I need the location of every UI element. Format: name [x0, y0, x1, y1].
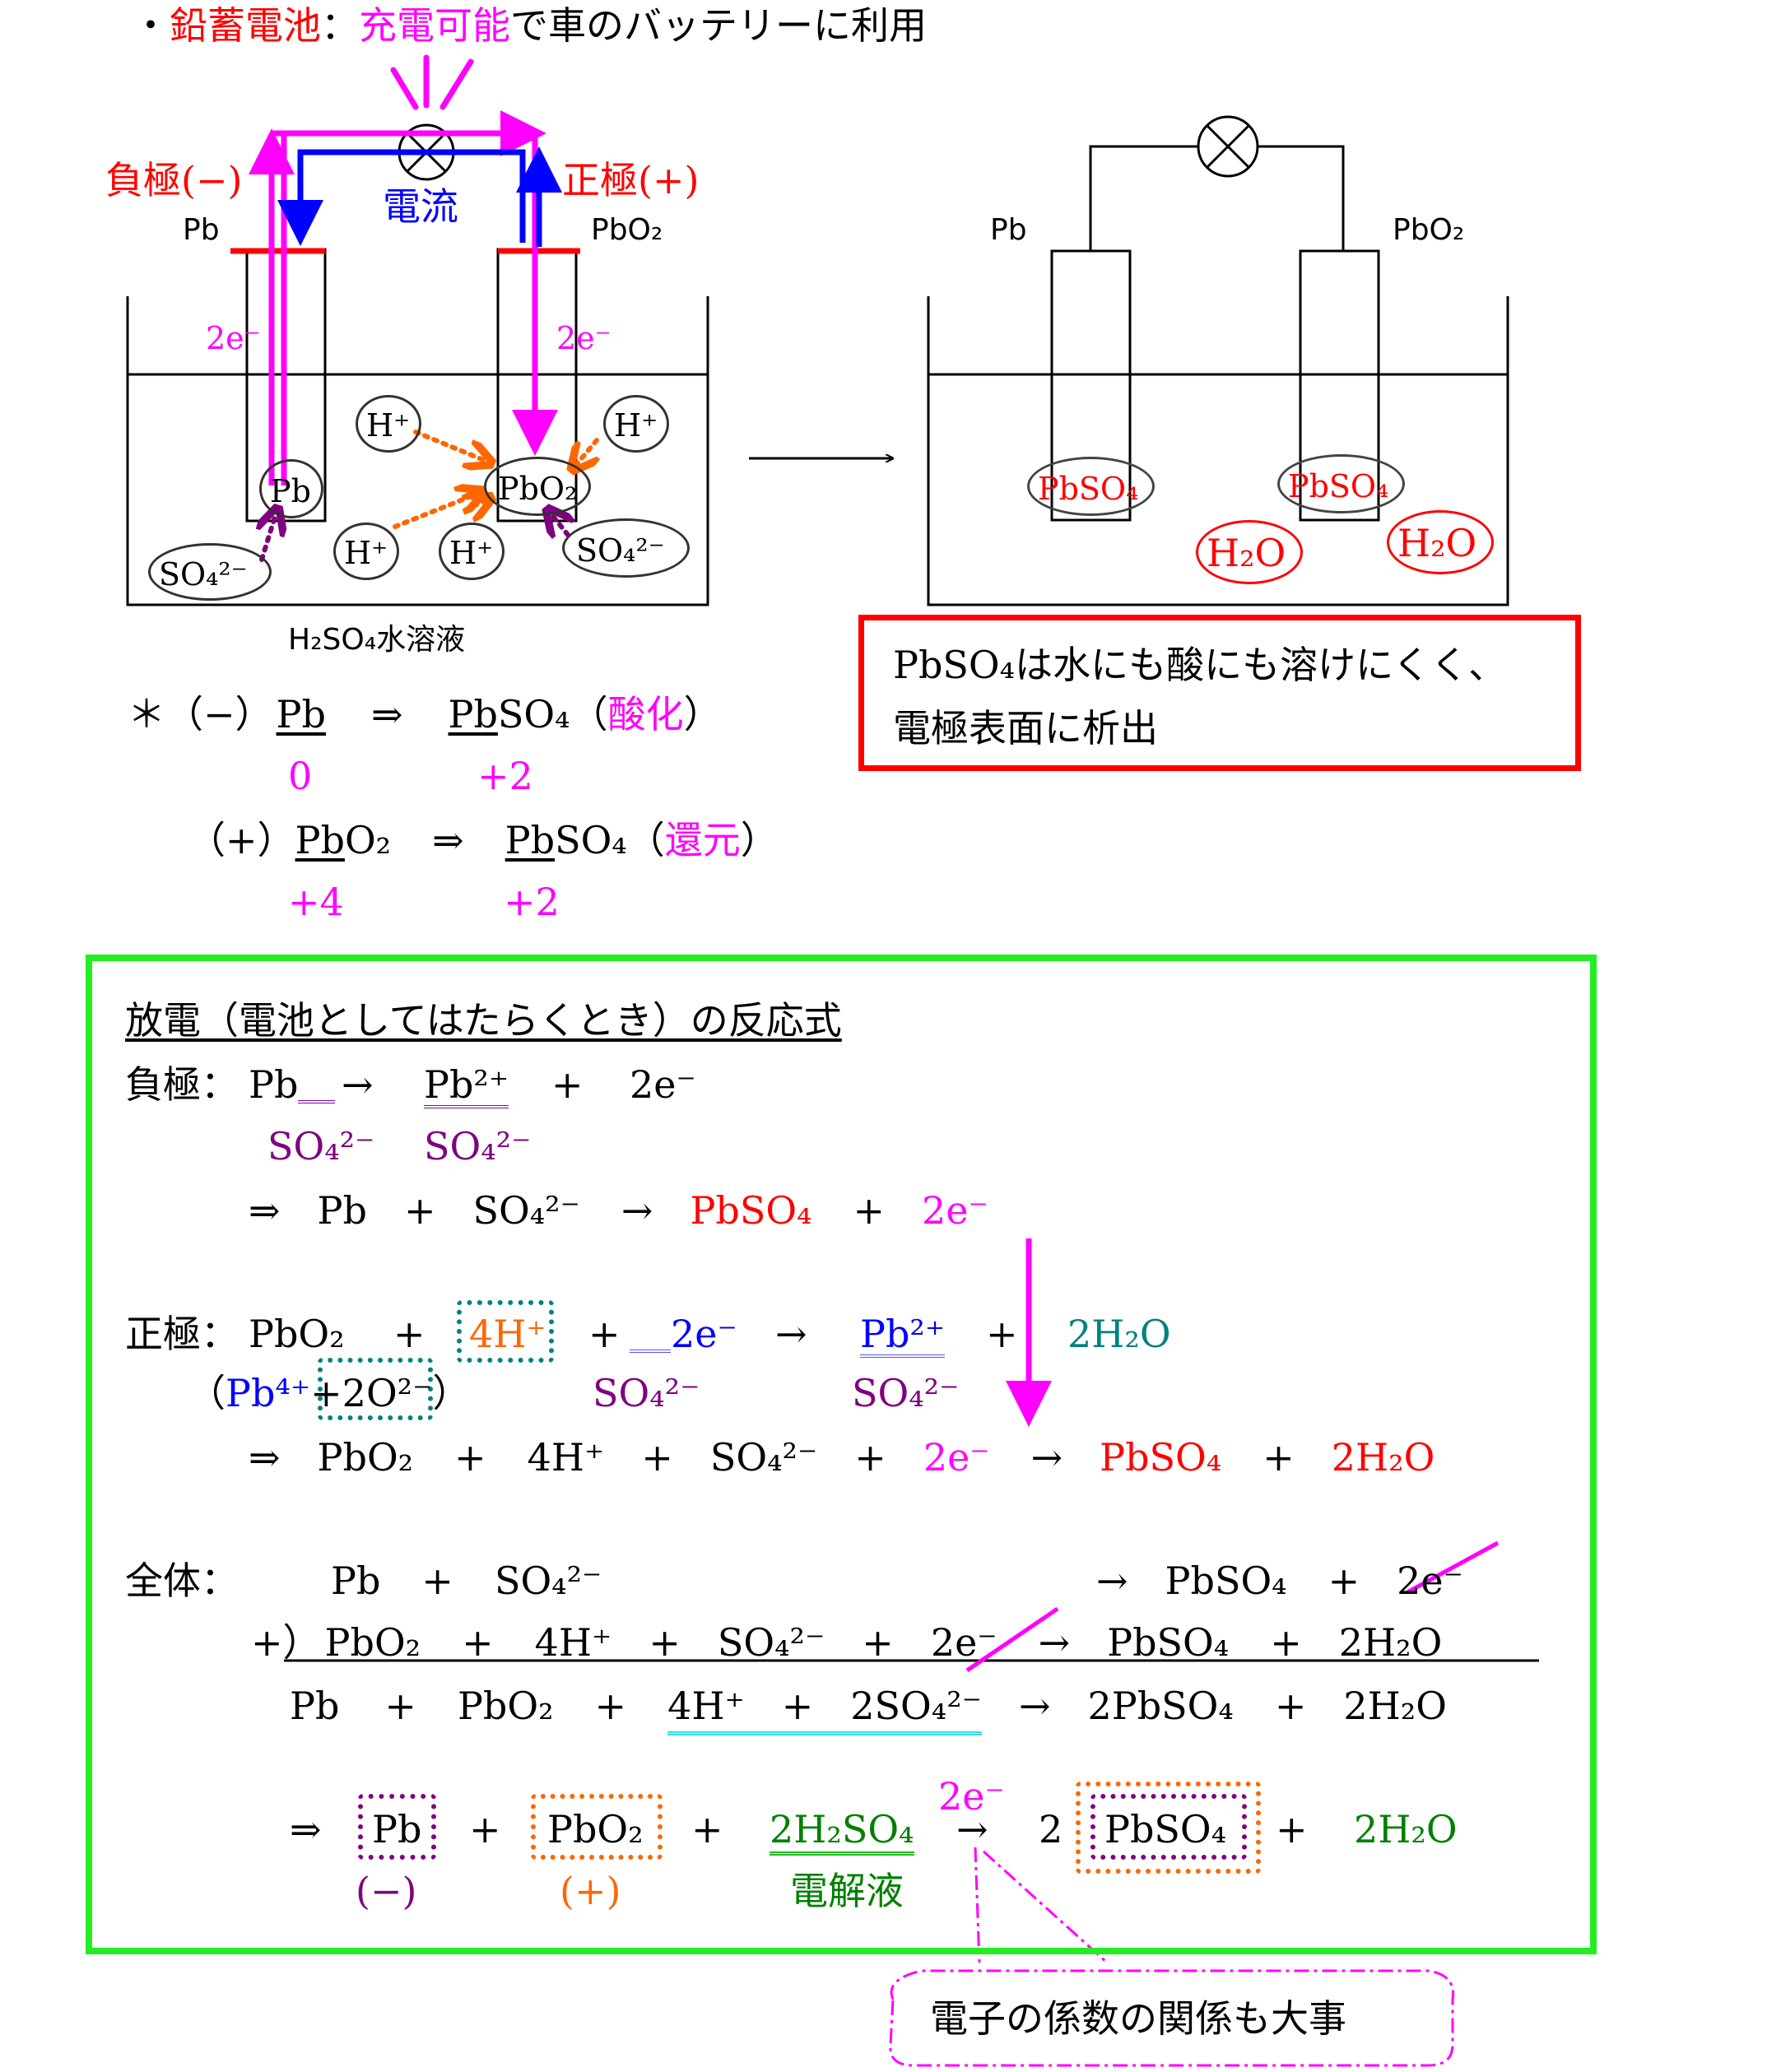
- pos-plus1: +: [393, 1312, 425, 1356]
- h2o-right: H₂O: [1387, 510, 1494, 574]
- final-coefficient: 2: [1039, 1807, 1063, 1851]
- pos-plus2: +: [588, 1312, 621, 1356]
- ox-number-pbso4: +2: [477, 754, 533, 798]
- neg-arrow: →: [342, 1062, 374, 1107]
- ion-arrows: [393, 430, 597, 529]
- reduction-equation: （+）PbO₂⇒PbSO₄（還元）: [188, 818, 779, 862]
- final-pbo2-box: [531, 1794, 663, 1860]
- neg-electrons: 2e⁻: [630, 1062, 696, 1107]
- electrons-right-label: 2e⁻: [556, 320, 611, 356]
- pos-pb2: Pb²⁺: [860, 1312, 946, 1358]
- note-line-1: PbSO₄は水にも酸にも溶けにくく、: [893, 643, 1507, 687]
- ion-h-4: H⁺: [439, 523, 505, 580]
- total-line-a-left: Pb+SO₄²⁻: [331, 1559, 602, 1603]
- final-plus2: +: [691, 1807, 723, 1851]
- right-electrode-pbo2-label: PbO₂: [1393, 213, 1465, 247]
- pos-arrow: →: [775, 1312, 807, 1356]
- final-pbso4-outer-box: [1076, 1782, 1261, 1874]
- neg-pb: Pb: [249, 1066, 336, 1103]
- note-box: [858, 615, 1581, 771]
- pos-electrons: 2e⁻: [630, 1315, 737, 1353]
- final-reaction-arrow: →: [956, 1807, 988, 1851]
- pos-plus3: +: [986, 1312, 1018, 1356]
- pbso4-left: PbSO₄: [1027, 457, 1155, 516]
- pos-so4-b: SO₄²⁻: [852, 1371, 960, 1415]
- neg-label: 負極：: [125, 1062, 239, 1107]
- final-h2o: 2H₂O: [1354, 1807, 1458, 1851]
- ion-so4-left: SO₄²⁻: [148, 543, 272, 601]
- solution-label: H₂SO₄水溶液: [288, 623, 466, 657]
- ion-h-1: H⁺: [356, 395, 421, 453]
- right-electrode-pb-label: Pb: [990, 213, 1027, 247]
- neg-so4-b: SO₄²⁻: [424, 1124, 532, 1168]
- neg-so4-a: SO₄²⁻: [267, 1124, 375, 1168]
- final-plus3: +: [1276, 1807, 1308, 1851]
- bulb-right: [1197, 115, 1259, 178]
- final-pb: Pb: [372, 1807, 422, 1851]
- note-line-2: 電極表面に析出: [893, 706, 1158, 750]
- callout-lines: [889, 1847, 1455, 2067]
- pos-h-box: [457, 1300, 554, 1363]
- final-arrow: ⇒: [290, 1807, 322, 1851]
- electrode-pbo2-label: PbO₂: [591, 213, 663, 247]
- pos-so4-a: SO₄²⁻: [593, 1371, 700, 1415]
- final-pos-label: (+): [560, 1869, 621, 1913]
- total-label: 全体：: [125, 1559, 239, 1603]
- pos-pbo2: PbO₂: [249, 1312, 345, 1356]
- final-h2so4: 2H₂SO₄: [770, 1810, 914, 1856]
- neg-plus: +: [551, 1062, 584, 1107]
- page-title: ・鉛蓄電池：充電可能で車のバッテリーに利用: [132, 3, 927, 48]
- final-electrolyte-label: 電解液: [790, 1869, 904, 1913]
- total-line-a-right: →PbSO₄+2e⁻: [1096, 1559, 1463, 1603]
- pos-h: 4H⁺: [469, 1312, 546, 1356]
- discharge-box: [86, 955, 1597, 1954]
- total-line-b: +）PbO₂+4H⁺+SO₄²⁻+2e⁻→PbSO₄+2H₂O: [251, 1620, 1443, 1665]
- pos-decomposition: （Pb⁴⁺+2O²⁻）: [188, 1371, 471, 1415]
- red-number-pbso4: +2: [504, 880, 560, 924]
- red-number-pbo2: +4: [288, 880, 344, 924]
- pos-result-equation: ⇒PbO₂+4H⁺+SO₄²⁻+2e⁻→PbSO₄+2H₂O: [249, 1435, 1435, 1480]
- final-plus1: +: [469, 1807, 501, 1851]
- positive-electrode-label: 正極(+): [562, 158, 700, 202]
- ion-pbo2: PbO₂: [484, 457, 591, 516]
- final-pb-box: [358, 1794, 436, 1860]
- total-line-c: Pb+PbO₂+4H⁺+2SO₄²⁻→2PbSO₄+2H₂O: [290, 1684, 1447, 1735]
- pos-label: 正極：: [125, 1312, 239, 1356]
- final-pbo2: PbO₂: [547, 1807, 644, 1851]
- pos-o-box: [318, 1358, 433, 1420]
- current-path: [277, 146, 562, 247]
- bulb-rays: [390, 54, 474, 110]
- final-electrons: 2e⁻: [938, 1774, 1005, 1819]
- ion-so4-right: SO₄²⁻: [562, 518, 690, 578]
- h2o-left: H₂O: [1196, 520, 1303, 584]
- pbso4-right: PbSO₄: [1277, 454, 1405, 513]
- right-cell: [927, 145, 1509, 606]
- cancel-strokes: [965, 1540, 1500, 1673]
- final-neg-label: (−): [356, 1869, 417, 1913]
- ion-h-2: H⁺: [603, 395, 669, 453]
- pos-h2o: 2H₂O: [1067, 1312, 1171, 1356]
- negative-electrode-label: 負極(−): [105, 158, 243, 202]
- ion-pb: Pb: [259, 459, 323, 518]
- ion-h-3: H⁺: [333, 523, 399, 580]
- so4-arrows: [262, 514, 568, 562]
- final-pbso4-inner-box: [1090, 1794, 1247, 1860]
- final-pbso4: PbSO₄: [1104, 1807, 1227, 1851]
- electron-path: [249, 110, 558, 485]
- neg-result-equation: ⇒Pb+SO₄²⁻→PbSO₄+2e⁻: [249, 1188, 988, 1233]
- ox-number-pb: 0: [288, 754, 313, 798]
- electrons-left-label: 2e⁻: [206, 320, 261, 356]
- oxidation-equation: ＊（−）Pb⇒PbSO₄（酸化）: [128, 692, 722, 736]
- discharge-heading: 放電（電池としてはたらくとき）の反応式: [125, 998, 842, 1043]
- electrode-pb-label: Pb: [183, 213, 220, 247]
- neg-pb2: Pb²⁺: [424, 1062, 509, 1108]
- current-label: 電流: [383, 184, 458, 229]
- callout-text: 電子の係数の関係も大事: [930, 1996, 1346, 2041]
